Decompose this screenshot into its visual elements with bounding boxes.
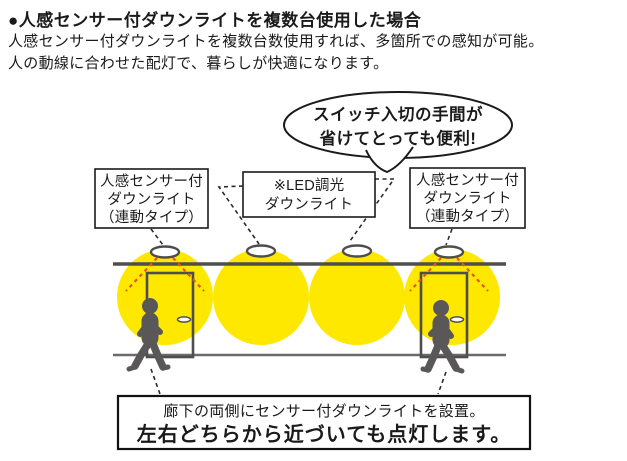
caption-box: 廊下の両側にセンサー付ダウンライトを設置。 左右どちらから近づいても点灯します。 — [116, 394, 532, 451]
person-icon-left — [126, 298, 171, 372]
sensor-beam-right-b — [456, 257, 489, 292]
label-left-line-2: ダウンライト — [107, 191, 195, 208]
connector-left-box — [150, 228, 164, 246]
connector-caption-left — [150, 368, 161, 395]
intro-line-1: 人感センサー付ダウンライトを複数台数使用すれば、多箇所での感知が可能。 — [8, 33, 544, 50]
right-door — [419, 271, 469, 359]
intro-line-2: 人の動線に合わせた配灯で、暮らしが快適になります。 — [8, 55, 389, 72]
intro-text: 人感センサー付ダウンライトを複数台数使用すれば、多箇所での感知が可能。 人の動線… — [8, 31, 544, 75]
downlight-icon-3 — [341, 244, 373, 258]
label-right-downlight: 人感センサー付 ダウンライト （連動タイプ） — [409, 167, 526, 229]
sensor-beam-right-a — [409, 257, 442, 292]
label-led-downlight: ※LED調光 ダウンライト — [242, 171, 376, 218]
sensor-beam-left-a — [125, 257, 158, 292]
downlight-icon-4 — [433, 245, 465, 259]
speech-bubble-tail — [365, 146, 414, 174]
connector-caption-right — [437, 371, 447, 395]
connector-right-box — [445, 228, 453, 246]
light-pool-circle-3 — [309, 249, 405, 345]
sensor-beam-left-b — [172, 257, 205, 292]
connector-led-box-left — [217, 185, 260, 245]
caption-line-2: 左右どちらから近づいても点灯します。 — [137, 422, 511, 446]
right-door-handle — [449, 316, 465, 323]
label-led-line-2: ダウンライト — [265, 196, 353, 213]
speech-bubble: スイッチ入切の手間が 省けてとっても便利! — [283, 91, 513, 174]
caption-line-1: 廊下の両側にセンサー付ダウンライトを設置。 — [163, 403, 484, 420]
person-icon-right — [420, 300, 465, 374]
label-led-line-1: ※LED調光 — [274, 177, 345, 194]
label-right-line-2: ダウンライト — [423, 190, 511, 207]
bubble-line-1: スイッチ入切の手間が — [313, 104, 483, 124]
bubble-line-2: 省けてとっても便利! — [319, 128, 477, 148]
label-right-line-1: 人感センサー付 — [416, 172, 519, 189]
label-left-downlight: 人感センサー付 ダウンライト （連動タイプ） — [94, 168, 209, 229]
label-left-line-3: （連動タイプ） — [100, 209, 203, 226]
downlight-icon-2 — [245, 244, 277, 258]
connector-led-box-right — [349, 178, 396, 242]
downlight-icon-1 — [149, 245, 181, 259]
section-title: ●人感センサー付ダウンライトを複数台使用した場合 — [8, 11, 422, 30]
light-pool-circle-2 — [213, 249, 309, 345]
left-door-handle — [176, 316, 192, 323]
label-right-line-3: （連動タイプ） — [416, 208, 519, 225]
label-left-line-1: 人感センサー付 — [100, 173, 203, 190]
